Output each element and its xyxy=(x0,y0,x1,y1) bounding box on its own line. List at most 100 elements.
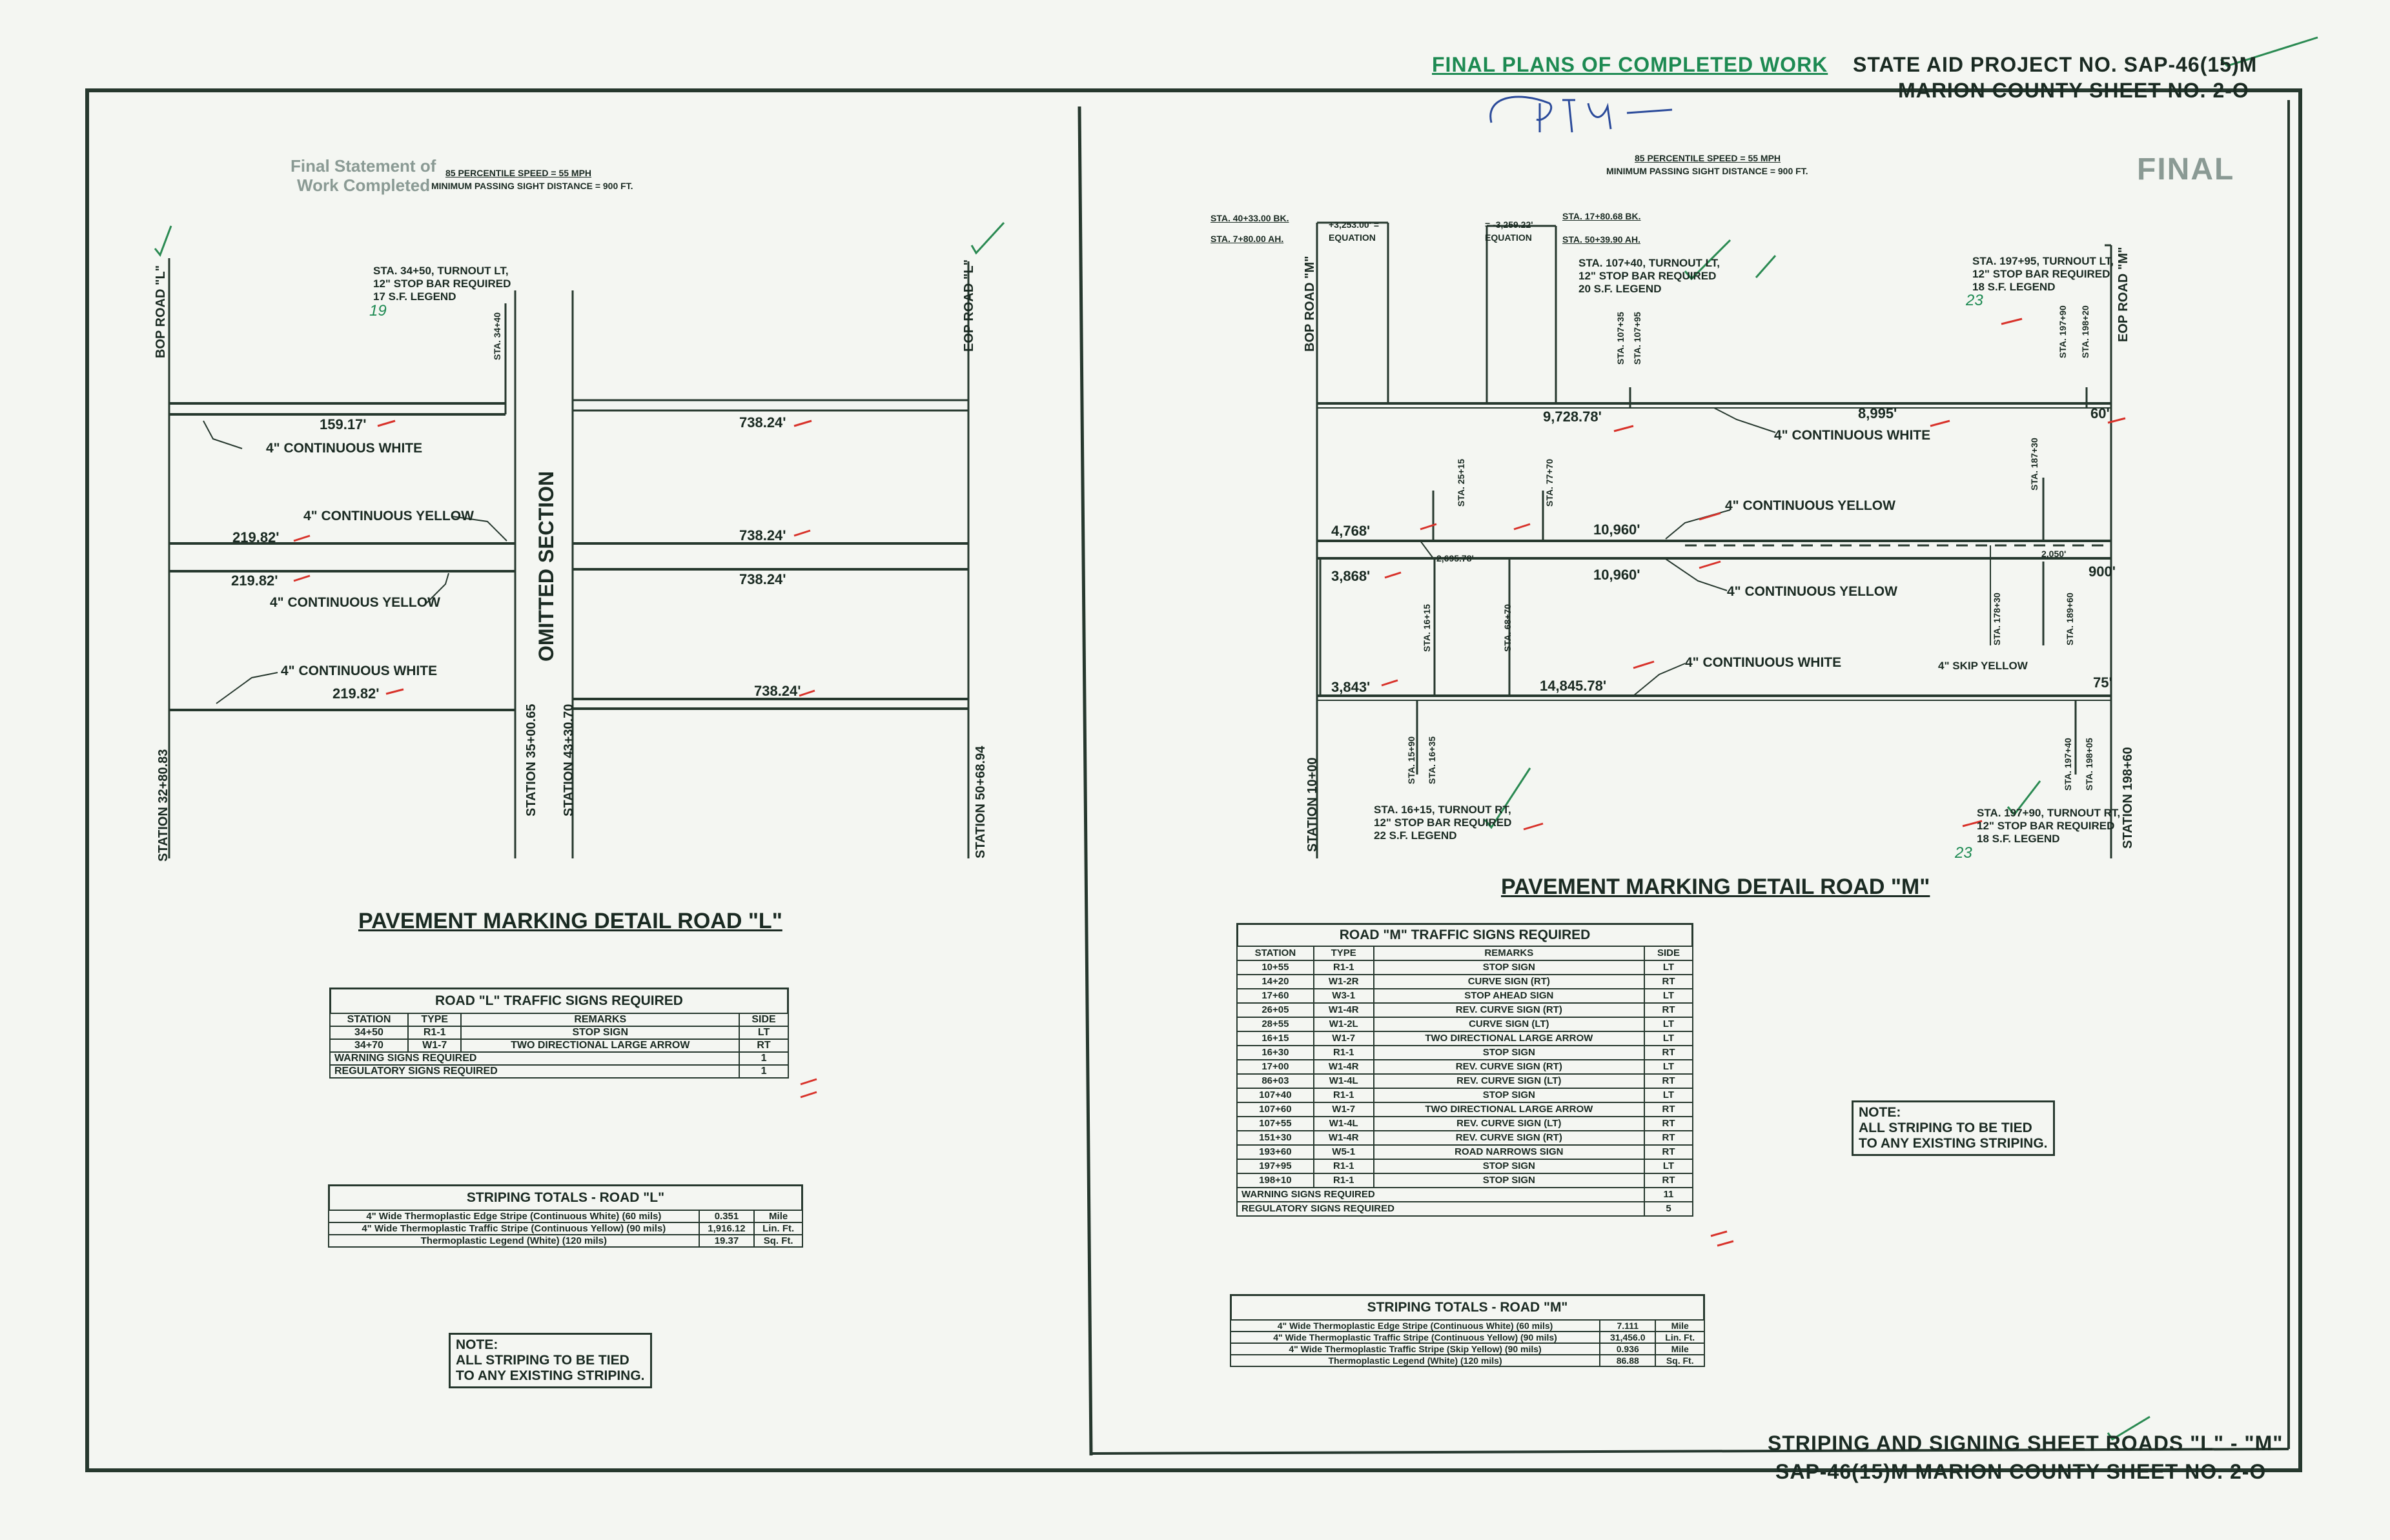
road-l-label-yellow-2: 4" CONTINUOUS YELLOW xyxy=(270,595,440,610)
table-cell: LT xyxy=(1643,960,1694,975)
road-m-label-skip: 4" SKIP YELLOW xyxy=(1938,660,2028,672)
road-m-sight-note: MINIMUM PASSING SIGHT DISTANCE = 900 FT. xyxy=(1606,166,1808,176)
road-m-turnout-197-bot: STA. 197+90, TURNOUT RT, 12" STOP BAR RE… xyxy=(1977,807,2121,845)
handwritten-signature xyxy=(1489,96,1673,133)
item-quantity: 1,916.12 xyxy=(698,1222,755,1235)
table-cell: LT xyxy=(1643,1031,1694,1046)
road-m-turnout-197-top-handwritten: 23 xyxy=(1966,292,1983,309)
column-header: STATION xyxy=(1236,946,1314,961)
table-cell: W1-4R xyxy=(1312,1002,1374,1018)
table-cell: 86+03 xyxy=(1236,1073,1314,1089)
table-cell: ROAD NARROWS SIGN xyxy=(1373,1144,1645,1160)
item-unit: Lin. Ft. xyxy=(753,1222,803,1235)
table-cell: W1-4R xyxy=(1312,1059,1374,1075)
table-cell: STOP AHEAD SIGN xyxy=(1373,988,1645,1004)
table-cell: 198+10 xyxy=(1236,1173,1314,1188)
road-l-label-yellow-1: 4" CONTINUOUS YELLOW xyxy=(303,509,474,523)
road-m-vsta-4: STA. 198+20 xyxy=(2080,305,2090,358)
road-m-dim-2695: 2,695.78' xyxy=(1436,553,1474,563)
item-description: 4" Wide Thermoplastic Traffic Stripe (Co… xyxy=(328,1222,700,1235)
road-m-vsta-15: STA. 198+05 xyxy=(2084,738,2094,791)
table-cell: R1-1 xyxy=(1312,1159,1374,1174)
table-cell: 34+50 xyxy=(329,1026,409,1040)
table-cell: W1-4R xyxy=(1312,1130,1374,1146)
table-cell: W1-4L xyxy=(1312,1073,1374,1089)
road-m-vsta-13: STA. 16+35 xyxy=(1427,736,1437,784)
panel-divider xyxy=(1078,106,1093,1456)
item-unit: Sq. Ft. xyxy=(753,1234,803,1248)
table-cell: RT xyxy=(1643,1116,1694,1131)
column-header: TYPE xyxy=(407,1013,462,1027)
column-header: TYPE xyxy=(1312,946,1374,961)
road-m-dim-8995: 8,995' xyxy=(1858,405,1897,421)
total-label: REGULATORY SIGNS REQUIRED xyxy=(1236,1201,1645,1217)
table-cell: CURVE SIGN (LT) xyxy=(1373,1017,1645,1032)
table-cell: RT xyxy=(1643,1144,1694,1160)
road-m-turnout-197-bot-handwritten: 23 xyxy=(1955,844,1972,862)
total-label: WARNING SIGNS REQUIRED xyxy=(329,1051,740,1066)
road-m-signs-caption: ROAD "M" TRAFFIC SIGNS REQUIRED xyxy=(1236,923,1693,946)
table-cell: W5-1 xyxy=(1312,1144,1374,1160)
table-cell: 107+40 xyxy=(1236,1088,1314,1103)
table-cell: R1-1 xyxy=(1312,1088,1374,1103)
column-header: STATION xyxy=(329,1013,409,1027)
table-cell: W1-7 xyxy=(1312,1031,1374,1046)
table-cell: TWO DIRECTIONAL LARGE ARROW xyxy=(460,1038,740,1053)
table-cell: STOP SIGN xyxy=(1373,960,1645,975)
road-m-striping-caption: STRIPING TOTALS - ROAD "M" xyxy=(1230,1294,1705,1319)
table-cell: LT xyxy=(1643,1017,1694,1032)
omitted-section-label: OMITTED SECTION xyxy=(535,471,558,662)
table-cell: 16+15 xyxy=(1236,1031,1314,1046)
table-cell: 193+60 xyxy=(1236,1144,1314,1160)
road-m-detail-title: PAVEMENT MARKING DETAIL ROAD "M" xyxy=(1501,875,1930,899)
road-l-speed-note: 85 PERCENTILE SPEED = 55 MPH xyxy=(445,168,592,178)
road-m-turnout-197-top: STA. 197+95, TURNOUT LT, 12" STOP BAR RE… xyxy=(1972,255,2114,293)
table-row: Thermoplastic Legend (White) (120 mils)8… xyxy=(1229,1354,1705,1367)
column-header: SIDE xyxy=(1643,946,1694,961)
item-unit: Mile xyxy=(1655,1342,1705,1355)
table-cell: 197+95 xyxy=(1236,1159,1314,1174)
item-quantity: 7.111 xyxy=(1599,1319,1657,1332)
item-quantity: 0.936 xyxy=(1599,1342,1657,1355)
road-m-vsta-7: STA. 187+30 xyxy=(2029,438,2039,491)
item-description: Thermoplastic Legend (White) (120 mils) xyxy=(1229,1354,1601,1367)
table-row: 4" Wide Thermoplastic Traffic Stripe (Sk… xyxy=(1229,1342,1705,1355)
item-description: 4" Wide Thermoplastic Edge Stripe (Conti… xyxy=(328,1210,700,1223)
road-m-vsta-3: STA. 197+90 xyxy=(2058,305,2068,358)
sheet-title: STRIPING AND SIGNING SHEET ROADS "L" - "… xyxy=(1768,1432,2283,1455)
road-m-bop-label: BOP ROAD "M" xyxy=(1303,256,1317,352)
road-m-dim-3843: 3,843' xyxy=(1331,679,1371,695)
road-m-turnout-16: STA. 16+15, TURNOUT RT, 12" STOP BAR REQ… xyxy=(1374,804,1512,842)
table-cell: RT xyxy=(1643,974,1694,989)
item-description: 4" Wide Thermoplastic Traffic Stripe (Sk… xyxy=(1229,1342,1601,1355)
table-cell: 26+05 xyxy=(1236,1002,1314,1018)
road-l-dim-4: 738.24' xyxy=(739,527,786,543)
item-quantity: 0.351 xyxy=(698,1210,755,1223)
road-m-label-yellow-2: 4" CONTINUOUS YELLOW xyxy=(1727,584,1897,599)
road-l-linework xyxy=(168,258,970,858)
road-l-striping-table: STRIPING TOTALS - ROAD "L" 4" Wide Therm… xyxy=(328,1184,803,1248)
road-m-vsta-5: STA. 25+15 xyxy=(1456,458,1466,507)
item-unit: Mile xyxy=(753,1210,803,1223)
road-m-turnout-107: STA. 107+40, TURNOUT LT, 12" STOP BAR RE… xyxy=(1578,257,1720,295)
sheet-border xyxy=(85,88,2302,1472)
table-cell: REV. CURVE SIGN (RT) xyxy=(1373,1002,1645,1018)
road-m-dim-900: 900' xyxy=(2089,563,2116,580)
road-l-striping-body: 4" Wide Thermoplastic Edge Stripe (Conti… xyxy=(328,1210,803,1248)
road-m-equation-1-value: +3,253.00' = EQUATION xyxy=(1329,219,1380,243)
item-unit: Sq. Ft. xyxy=(1655,1354,1705,1367)
road-l-note: NOTE: ALL STRIPING TO BE TIED TO ANY EXI… xyxy=(449,1333,652,1388)
